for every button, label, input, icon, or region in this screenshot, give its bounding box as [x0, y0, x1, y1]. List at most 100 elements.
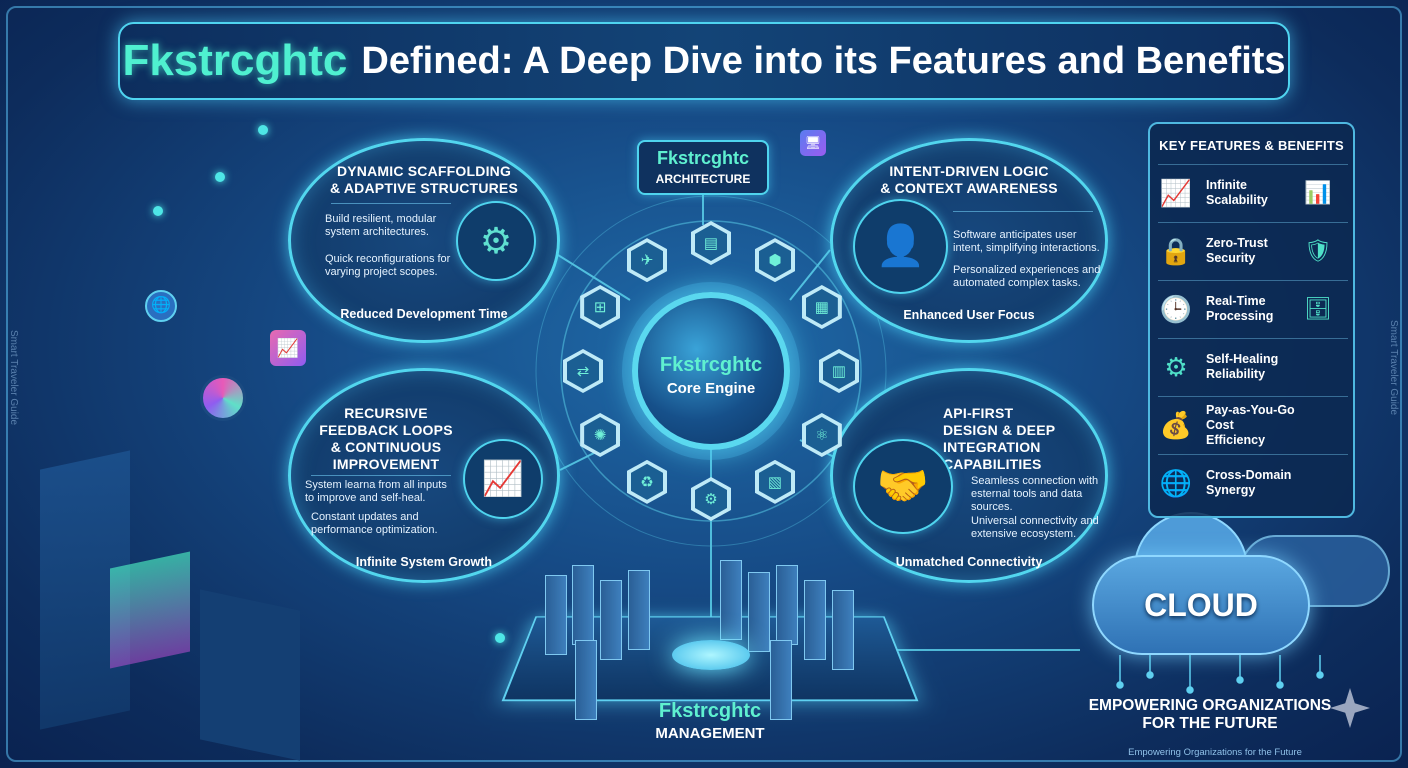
management-text: MANAGEMENT [655, 725, 765, 742]
module-hexagon-icon: ⊞ [580, 285, 621, 329]
feature-card-intent-driven: INTENT-DRIVEN LOGIC & CONTEXT AWARENESS … [830, 138, 1108, 343]
cloud-label: CLOUD [1144, 586, 1258, 623]
node-dot [215, 172, 225, 182]
management-label: Fkstrcghtc MANAGEMENT [620, 700, 800, 742]
server-rack [770, 640, 792, 720]
panel-item: ⚙ Self-Healing Reliability [1158, 338, 1348, 395]
sync-orb-icon [200, 375, 246, 421]
core-engine: Fkstrcghtc Core Engine [632, 292, 790, 450]
cloud-badge: CLOUD [1092, 512, 1310, 655]
panel-item-extra-icon: 📊 [1304, 180, 1332, 205]
server-rack [720, 560, 742, 640]
chart-up-icon: 📈 [1159, 177, 1193, 208]
feature-footer: Enhanced User Focus [903, 308, 1035, 322]
server-rack [572, 565, 594, 645]
feature-text: System learna from all inputs to improve… [305, 479, 447, 504]
panel-item: 📈 Infinite Scalability 📊 [1158, 164, 1348, 221]
feature-footer: Reduced Development Time [340, 307, 508, 321]
server-rack [804, 580, 826, 660]
feature-footer: Unmatched Connectivity [895, 555, 1043, 569]
feature-title: RECURSIVE FEEDBACK LOOPS & CONTINUOUS IM… [319, 405, 453, 472]
side-text-left: Smart Traveler Guide [8, 330, 19, 426]
module-hexagon-icon: ✺ [580, 413, 621, 457]
gear-network-icon: ⚙ [456, 201, 536, 281]
money-bag-icon: 💰 [1159, 409, 1193, 440]
glow-pad [672, 640, 750, 670]
node-dot [153, 206, 163, 216]
feature-card-api-first: API-FIRST DESIGN & DEEP INTEGRATION CAPA… [830, 368, 1108, 583]
chart-tile-icon: 📈 [270, 330, 306, 366]
panel-item-label: Self-Healing Reliability [1206, 352, 1279, 381]
tagline-line-1: EMPOWERING ORGANIZATIONS [1088, 697, 1332, 714]
panel-item: 🌐 Cross-Domain Synergy [1158, 454, 1348, 511]
module-hexagon-icon: ⇄ [563, 349, 603, 393]
module-hexagon-icon: ♻ [627, 459, 667, 504]
user-chat-icon: 👤 [853, 199, 948, 294]
module-hexagon-icon: ✈ [627, 238, 667, 283]
panel-item-label: Pay-as-You-Go Cost Efficiency [1206, 402, 1295, 447]
server-rack [748, 572, 770, 652]
core-brand: Fkstrcghtc [659, 354, 763, 376]
feature-text: Personalized experiences and automated c… [953, 264, 1101, 289]
architecture-label: Fkstrcghtc ARCHITECTURE [637, 140, 769, 195]
panel-item: 🔒 Zero-Trust Security 🛡 [1158, 222, 1348, 279]
server-rack [628, 570, 650, 650]
key-features-panel: KEY FEATURES & BENEFITS 📈 Infinite Scalab… [1148, 122, 1355, 518]
feature-title: INTENT-DRIVEN LOGIC & CONTEXT AWARENESS [880, 163, 1058, 196]
panel-item-label: Zero-Trust Security [1206, 236, 1268, 265]
side-text-right: Smart Traveler Guide [1388, 320, 1399, 416]
feature-text: Constant updates and performance optimiz… [311, 511, 438, 536]
title-text: Defined: A Deep Dive into its Features a… [361, 39, 1286, 82]
feature-text: Quick reconfigurations for varying proje… [325, 253, 451, 278]
node-dot [258, 125, 268, 135]
server-rack [832, 590, 854, 670]
monitor-icon: 🖥 [800, 130, 826, 156]
globe-icon: 🌐 [145, 290, 177, 322]
title-banner: Fkstrcghtc Defined: A Deep Dive into its… [118, 22, 1290, 100]
feature-title: API-FIRST DESIGN & DEEP INTEGRATION CAPA… [943, 405, 1056, 472]
tagline: EMPOWERING ORGANIZATIONS FOR THE FUTURE [1085, 697, 1335, 733]
panel-title: KEY FEATURES & BENEFITS [1159, 138, 1344, 153]
module-hexagon-icon: ▤ [691, 221, 731, 265]
module-hexagon-icon: ⬢ [755, 238, 795, 283]
lock-icon: 🔒 [1159, 235, 1193, 266]
server-rack [575, 640, 597, 720]
growth-cycle-icon: 📈 [463, 439, 543, 519]
panel-item: 💰 Pay-as-You-Go Cost Efficiency [1158, 396, 1348, 453]
feature-title: DYNAMIC SCAFFOLDING & ADAPTIVE STRUCTURE… [329, 163, 519, 196]
panel-item-extra-icon: 🗄 [1304, 296, 1332, 321]
feature-text: Software anticipates user intent, simpli… [953, 229, 1100, 254]
globe-icon: 🌐 [1159, 467, 1193, 498]
panel-item-label: Infinite Scalability [1206, 178, 1268, 207]
server-rack [776, 565, 798, 645]
module-hexagon-icon: ▥ [819, 349, 859, 393]
node-dot [495, 633, 505, 643]
server-rack [600, 580, 622, 660]
panel-item-extra-icon: 🛡 [1304, 238, 1332, 263]
outer-frame [6, 6, 1402, 762]
panel-item-label: Real-Time Processing [1206, 294, 1274, 323]
module-hexagon-icon: ⚛ [801, 413, 842, 457]
feature-text: Seamless connection with esternal tools … [971, 475, 1099, 513]
circuit-lines [1116, 655, 1324, 694]
feature-footer: Infinite System Growth [355, 555, 493, 569]
module-hexagon-icon: ▧ [755, 459, 795, 504]
gear-wrench-icon: ⚙ [1164, 351, 1188, 382]
feature-text: Build resilient, modular system architec… [325, 213, 437, 238]
feature-text: Universal connectivity and extensive eco… [971, 515, 1099, 540]
footer-text: Empowering Organizations for the Future [1128, 747, 1302, 758]
module-hexagon-icon: ▦ [801, 285, 842, 329]
clock-icon: 🕒 [1159, 293, 1193, 324]
panel-item: 🕒 Real-Time Processing 🗄 [1158, 280, 1348, 337]
management-brand: Fkstrcghtc [658, 700, 762, 722]
feature-card-recursive-feedback: 📈 RECURSIVE FEEDBACK LOOPS & CONTINUOUS … [288, 368, 560, 583]
architecture-brand: Fkstrcghtc [656, 148, 750, 168]
panel-item-label: Cross-Domain Synergy [1206, 468, 1292, 497]
title-brand: Fkstrcghtc [122, 36, 348, 85]
feature-card-dynamic-scaffolding: DYNAMIC SCAFFOLDING & ADAPTIVE STRUCTURE… [288, 138, 560, 343]
handshake-icon: 🤝 [853, 439, 953, 534]
tagline-line-2: FOR THE FUTURE [1142, 715, 1278, 732]
server-rack [545, 575, 567, 655]
core-text: Core Engine [666, 380, 756, 397]
architecture-text: ARCHITECTURE [655, 172, 751, 186]
